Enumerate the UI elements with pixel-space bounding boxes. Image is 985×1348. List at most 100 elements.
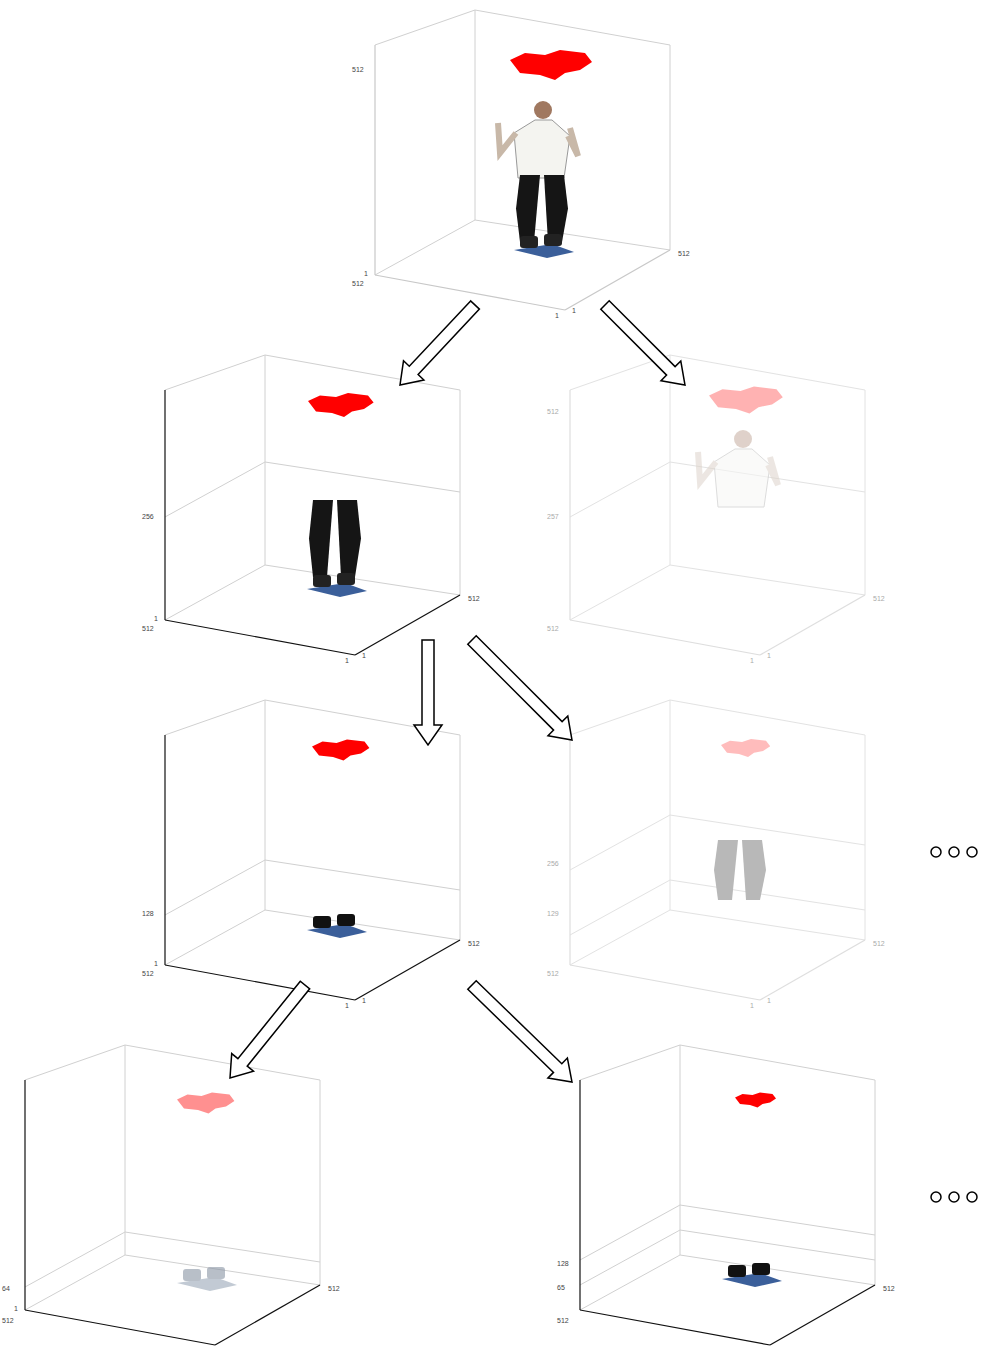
red-region <box>312 740 369 761</box>
axis-line <box>570 620 760 655</box>
leg <box>309 500 333 577</box>
axis-tick: 512 <box>328 1285 340 1293</box>
axis-tick: 512 <box>557 1317 569 1325</box>
axis-line <box>570 910 670 965</box>
axis-line <box>875 1080 876 1285</box>
arm <box>768 457 778 485</box>
axis-line <box>670 700 865 735</box>
axis-tick: 512 <box>352 280 364 288</box>
axis-line <box>375 220 475 275</box>
axis-tick: 64 <box>2 1285 10 1293</box>
axis-line <box>865 735 866 940</box>
axis-line <box>164 390 165 620</box>
leg <box>544 175 568 242</box>
axis-tick: 512 <box>547 970 559 978</box>
point-cloud-plot <box>350 10 710 330</box>
axis-tick: 1 <box>154 960 158 968</box>
axis-line <box>460 390 461 595</box>
axis-line <box>165 355 265 390</box>
red-region <box>735 1093 776 1108</box>
dot <box>949 1192 959 1202</box>
axis-line <box>569 390 570 620</box>
axis-line <box>355 940 460 1000</box>
plot-panel: 256151251211 <box>140 385 490 640</box>
axis-line <box>570 815 670 870</box>
axis-line <box>125 1045 126 1255</box>
axis-line <box>265 910 460 940</box>
plot-panel: 51225751251211 <box>545 385 900 665</box>
axis-line <box>680 1230 875 1260</box>
axis-tick: 257 <box>547 513 559 521</box>
shoe <box>337 914 355 926</box>
axis-line <box>475 10 670 45</box>
axis-tick: 256 <box>142 513 154 521</box>
leg <box>742 840 766 900</box>
axis-line <box>670 355 671 565</box>
axis-line <box>460 735 461 940</box>
axis-line <box>475 10 476 220</box>
axis-line <box>25 1310 215 1345</box>
plot-panel: 25612951251211 <box>545 740 900 1010</box>
plot-panel: 641512512 <box>0 1078 345 1343</box>
axis-line <box>570 565 670 620</box>
axis-line <box>475 220 670 250</box>
axis-line <box>375 275 565 310</box>
axis-tick: 512 <box>142 625 154 633</box>
plot-panel: 128151251211 <box>140 745 490 985</box>
shoe <box>313 575 331 587</box>
axis-tick: 1 <box>767 997 771 1005</box>
axis-line <box>165 620 355 655</box>
hollow-arrow <box>468 636 572 740</box>
axis-tick: 1 <box>572 307 576 315</box>
shoe <box>183 1269 201 1281</box>
hollow-arrow <box>414 640 442 745</box>
arm <box>698 452 716 482</box>
axis-tick: 1 <box>154 615 158 623</box>
axis-tick: 1 <box>345 1002 349 1010</box>
axis-line <box>760 595 865 655</box>
axis-line <box>570 700 670 735</box>
axis-line <box>125 1045 320 1080</box>
axis-line <box>165 565 265 620</box>
axis-line <box>580 1310 770 1345</box>
axis-tick: 1 <box>555 312 559 320</box>
axis-line <box>355 595 460 655</box>
arm <box>498 123 516 153</box>
point-cloud-plot <box>0 1045 360 1348</box>
shoe <box>520 236 538 248</box>
axis-line <box>865 390 866 595</box>
axis-line <box>375 10 475 45</box>
axis-tick: 512 <box>678 250 690 258</box>
axis-line <box>565 250 670 310</box>
red-region <box>709 387 783 414</box>
hollow-arrow <box>601 301 685 385</box>
point-cloud-plot <box>555 1045 915 1348</box>
axis-tick: 512 <box>873 595 885 603</box>
axis-line <box>670 45 671 250</box>
floor-shadow <box>514 244 574 258</box>
axis-tick: 65 <box>557 1284 565 1292</box>
hollow-arrow <box>230 981 310 1078</box>
shoe <box>752 1263 770 1275</box>
axis-line <box>165 910 265 965</box>
axis-line <box>680 1205 875 1235</box>
axis-tick: 1 <box>14 1305 18 1313</box>
axis-line <box>165 860 265 915</box>
floor-shadow <box>177 1277 237 1291</box>
axis-tick: 1 <box>750 1002 754 1010</box>
floor-shadow <box>722 1273 782 1287</box>
axis-tick: 1 <box>345 657 349 665</box>
point-cloud-plot <box>545 700 905 1020</box>
axis-line <box>265 700 266 910</box>
axis-line <box>25 1255 125 1310</box>
axis-line <box>670 462 865 492</box>
axis-line <box>670 815 865 845</box>
dot <box>949 847 959 857</box>
axis-line <box>125 1255 320 1285</box>
axis-tick: 128 <box>557 1260 569 1268</box>
leg <box>337 500 361 577</box>
arm <box>568 128 578 156</box>
axis-line <box>569 735 570 965</box>
axis-line <box>580 1205 680 1260</box>
